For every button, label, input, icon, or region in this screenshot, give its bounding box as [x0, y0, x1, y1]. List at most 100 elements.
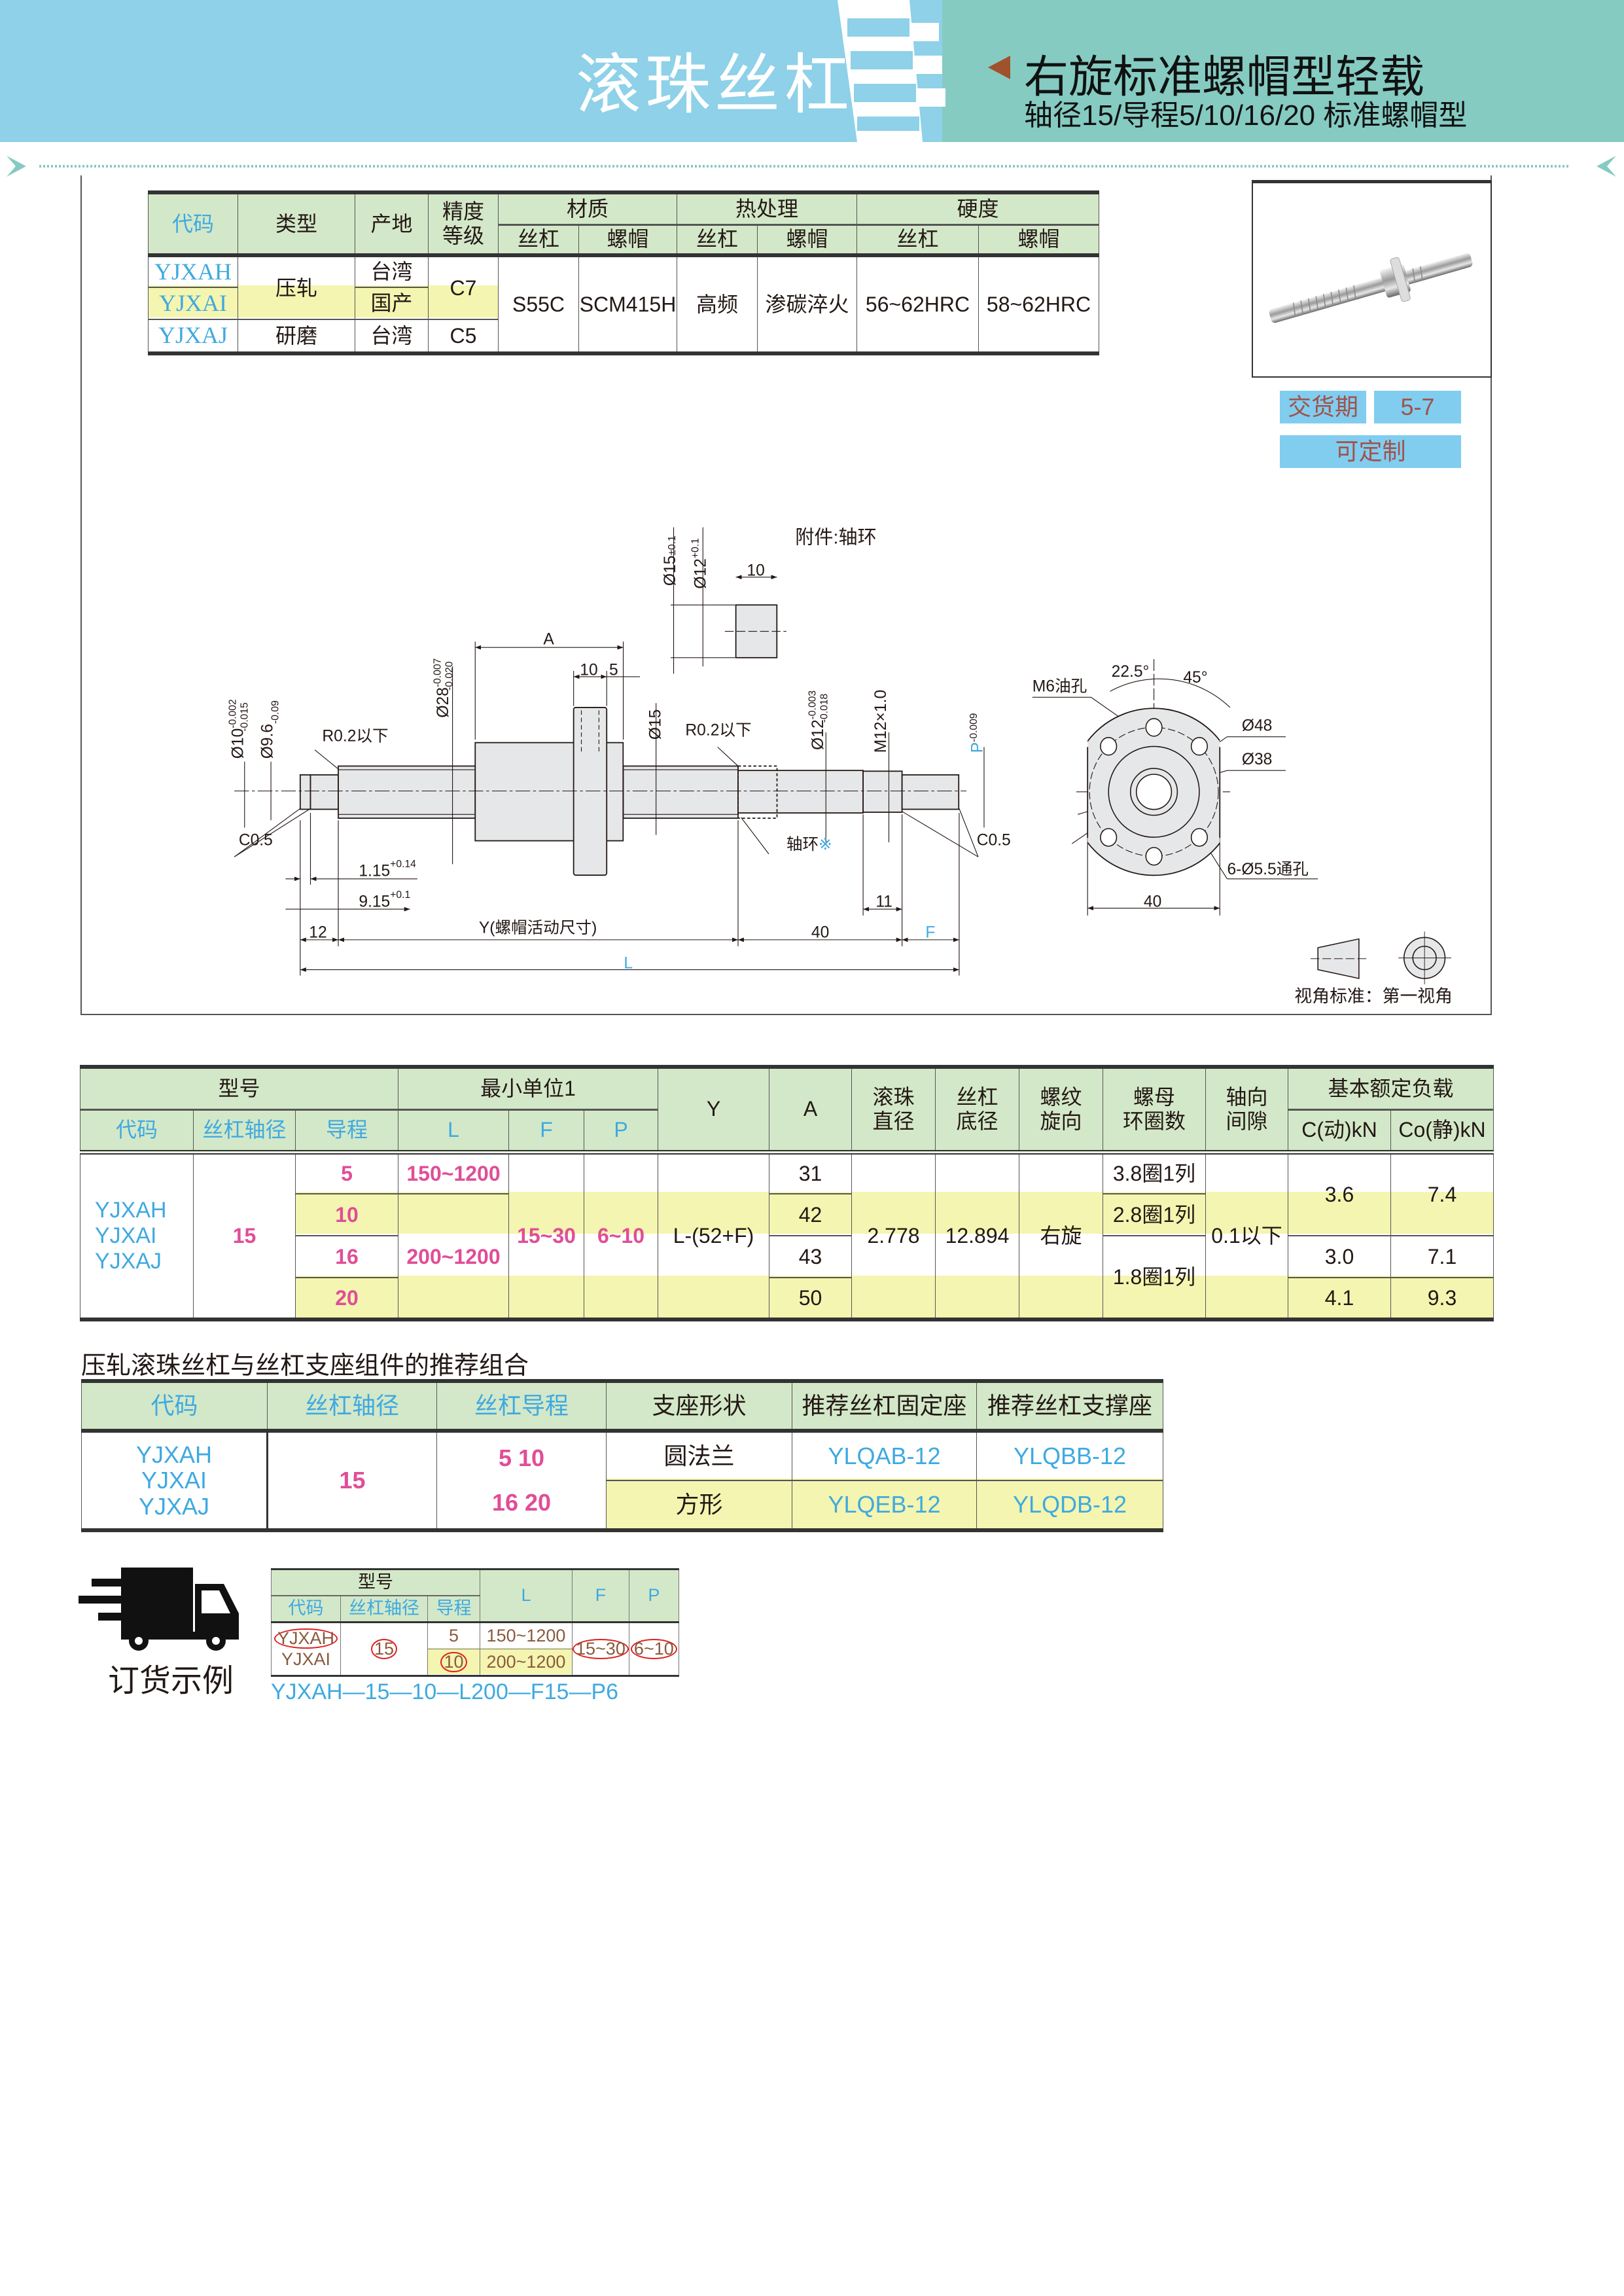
- code-line: YJXAJ: [138, 1492, 210, 1520]
- column-header: 螺纹旋向: [1019, 1065, 1103, 1155]
- table-cell: 国产: [355, 287, 429, 320]
- table-cell: 3.6: [1288, 1152, 1391, 1236]
- fillet-note: R0.2以下: [322, 727, 388, 745]
- header-line: 间隙: [1226, 1109, 1268, 1133]
- column-header: L: [480, 1568, 573, 1623]
- column-header: 代码: [271, 1595, 341, 1623]
- dim-flange-od: Ø48: [1242, 717, 1273, 735]
- selected-code: YJXAH: [274, 1628, 338, 1649]
- table-cell: 1.8圈1列: [1103, 1236, 1206, 1321]
- table-cell: C5: [428, 319, 499, 355]
- column-header: 代码: [81, 1379, 268, 1433]
- table-cell: 15~30: [508, 1152, 584, 1321]
- column-header: 材质: [498, 190, 677, 226]
- column-header: 型号: [80, 1065, 398, 1111]
- dim-thread: M12×1.0: [872, 690, 890, 753]
- table-cell: S55C: [498, 255, 579, 355]
- dim-p: P-0.009: [968, 713, 987, 753]
- dim-pcd: Ø38: [1242, 751, 1273, 768]
- table-cell: YLQDB-12: [976, 1480, 1163, 1532]
- column-header: Co(静)kN: [1390, 1109, 1494, 1155]
- column-header: 螺母环圈数: [1103, 1065, 1206, 1155]
- table-cell: [398, 1278, 509, 1321]
- column-header: P: [584, 1109, 658, 1155]
- oil-hole-note: M6油孔: [1033, 677, 1087, 695]
- table-cell-code: YJXAI: [148, 287, 238, 320]
- code-line: YJXAH: [135, 1441, 213, 1468]
- column-header: 滚珠直径: [851, 1065, 936, 1155]
- header-banner-right: [942, 0, 1624, 142]
- dim-f: F: [925, 924, 935, 941]
- table-cell: 压轧: [238, 255, 355, 320]
- dim-groove-width: 1.15+0.14: [359, 859, 416, 880]
- dim-groove-position: 9.15+0.1: [359, 889, 410, 910]
- header-line: 直径: [872, 1109, 915, 1133]
- angle-22-5: 22.5°: [1112, 663, 1150, 681]
- product-photo: [1252, 180, 1492, 378]
- dotted-divider: [7, 156, 1616, 177]
- table-cell: 58~62HRC: [978, 255, 1099, 355]
- header-banner-left: [0, 0, 955, 142]
- table-cell: 6~10: [584, 1152, 658, 1321]
- chamfer-note: C0.5: [239, 831, 273, 849]
- page-spec-line: 轴径15/导程5/10/16/20 标准螺帽型: [1024, 99, 1468, 132]
- dim-shaft-diameter: Ø15: [646, 709, 664, 740]
- table-cell: 12.894: [935, 1152, 1019, 1321]
- column-header: 丝杠轴径: [340, 1595, 428, 1623]
- lead-line: 16 20: [491, 1489, 552, 1516]
- table-cell: 4.1: [1288, 1278, 1391, 1321]
- column-header: 最小单位1: [398, 1065, 658, 1111]
- dim-collar-length: 10: [747, 562, 764, 580]
- dim-collar-od: Ø15±0.1: [662, 535, 679, 586]
- dim-flange-width: 10: [580, 662, 597, 679]
- table-cell: 50: [769, 1278, 852, 1321]
- column-header: 硬度: [856, 190, 1099, 226]
- holes-note: 6-Ø5.5通孔: [1227, 861, 1308, 878]
- column-header: 丝杠底径: [935, 1065, 1019, 1155]
- table-cell: 6~10: [628, 1622, 679, 1677]
- table-cell: 台湾: [355, 255, 429, 288]
- table-cell: YLQBB-12: [976, 1431, 1163, 1481]
- column-header: 精度等级: [428, 190, 499, 257]
- dim-flange-offset: 5: [609, 662, 618, 679]
- dim-nut-od: Ø28-0.007-0.020: [432, 658, 455, 718]
- column-header: 支座形状: [606, 1379, 792, 1433]
- table-cell: 9.3: [1390, 1278, 1494, 1321]
- table-cell: 42: [769, 1194, 852, 1236]
- view-standard-note: 视角标准：第一视角: [1294, 986, 1453, 1006]
- page-subtitle: 右旋标准螺帽型轻载: [1024, 52, 1425, 102]
- code-line: YJXAI: [281, 1649, 331, 1669]
- column-header: 丝杠轴径: [193, 1109, 296, 1155]
- customizable-badge: 可定制: [1280, 435, 1461, 468]
- column-header: 热处理: [677, 190, 857, 226]
- table-cell: 150~1200: [480, 1622, 573, 1649]
- first-angle-projection-symbol: [1311, 931, 1451, 984]
- dim-end-diameter: Ø10-0.002-0.015: [227, 699, 250, 759]
- column-header: L: [398, 1109, 509, 1155]
- table-cell: 5: [295, 1152, 398, 1194]
- combo-title: 压轧滚珠丝杠与丝杠支座组件的推荐组合: [81, 1352, 529, 1380]
- column-header: A: [769, 1065, 852, 1155]
- table-cell: 200~1200: [480, 1649, 573, 1677]
- code-line: YJXAI: [141, 1467, 207, 1494]
- header-line: 环圈数: [1122, 1109, 1186, 1133]
- table-cell: C7: [428, 255, 499, 320]
- dim-collar-id: Ø12+0.1: [690, 538, 710, 588]
- column-header: F: [508, 1109, 584, 1155]
- table-cell: 3.0: [1288, 1236, 1391, 1278]
- header-line: 等级: [442, 224, 484, 247]
- dim-flange-width-40: 40: [1144, 893, 1161, 910]
- column-header: 螺帽: [578, 224, 677, 257]
- table-cell: 15: [267, 1431, 437, 1532]
- table-cell: 5: [427, 1622, 480, 1649]
- header-line: 轴向: [1226, 1085, 1268, 1109]
- column-header: 螺帽: [978, 224, 1099, 257]
- header-line: 旋向: [1040, 1109, 1082, 1133]
- table-cell: 43: [769, 1236, 852, 1278]
- selected-p: 6~10: [630, 1638, 677, 1659]
- spec-table: 型号 最小单位1 Y A 滚珠直径 丝杠底径 螺纹旋向 螺母环圈数 轴向间隙 基…: [80, 1065, 1494, 1321]
- dim-journal-diameter: Ø12-0.003-0.018: [807, 691, 830, 750]
